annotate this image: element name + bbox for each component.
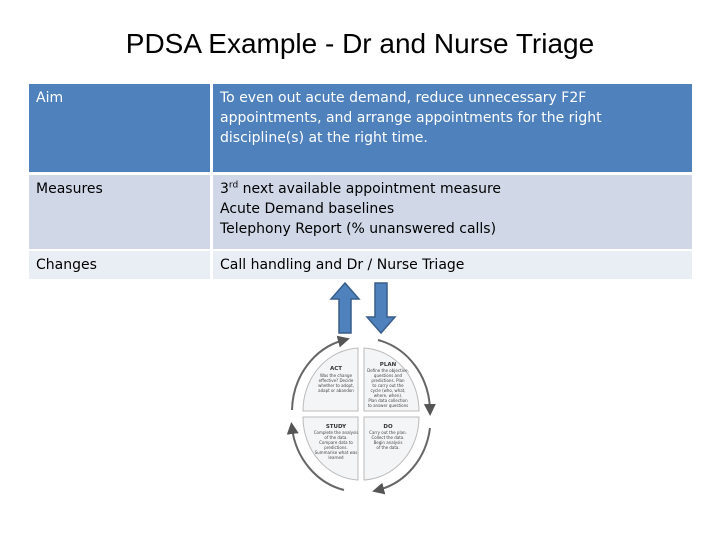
cycle-arrow-right (377, 339, 436, 416)
measures-line: Telephony Report (% unanswered calls) (220, 221, 497, 237)
plan-text: to answer questions (368, 403, 408, 408)
plan-text: where, when). (374, 393, 402, 398)
do-text: Carry out the plan. (369, 430, 407, 435)
study-label: STUDY (326, 424, 347, 430)
changes-label: Changes (29, 250, 213, 279)
page-title: PDSA Example - Dr and Nurse Triage (125, 28, 595, 59)
measures-ordinal-suffix: rd (228, 180, 239, 191)
plan-label: PLAN (380, 362, 397, 368)
study-text: of the data. (324, 435, 347, 440)
measures-value: 3rd next available appointment measure A… (211, 173, 692, 251)
up-down-arrows (329, 281, 397, 335)
act-label: ACT (330, 366, 342, 372)
do-text: of the data. (376, 445, 399, 450)
changes-value: Call handling and Dr / Nurse Triage (211, 250, 692, 279)
act-text: adapt or abandon (318, 388, 354, 393)
study-text: Complete the analysis (314, 430, 359, 435)
study-text: learned (328, 455, 344, 460)
measures-line: 3rd next available appointment measure (220, 179, 685, 199)
measures-line: Acute Demand baselines (220, 201, 395, 217)
measures-row: Measures 3rd next available appointment … (29, 173, 692, 251)
pdsa-table: Aim To even out acute demand, reduce unn… (29, 84, 692, 279)
aim-row: Aim To even out acute demand, reduce unn… (29, 84, 692, 175)
plan-quadrant: PLAN Define the objective, questions and… (363, 347, 420, 412)
aim-line: To even out acute demand, reduce unneces… (220, 90, 587, 106)
measures-ordinal-number: 3 (220, 181, 229, 197)
act-text: effective? Decide (319, 378, 354, 383)
aim-label: Aim (29, 84, 213, 175)
pdsa-cycle-diagram: ACT Was the change effective? Decide whe… (286, 335, 436, 495)
plan-text: Plan data collection (368, 398, 408, 403)
changes-row: Changes Call handling and Dr / Nurse Tri… (29, 250, 692, 279)
study-text: Summarise what was (315, 450, 358, 455)
aim-line: appointments, and arrange appointments f… (220, 110, 602, 126)
plan-text: cycle (who, what, (370, 388, 405, 393)
plan-text: predictions. Plan (371, 378, 405, 383)
study-quadrant: STUDY Complete the analysis of the data.… (302, 416, 359, 481)
measures-label: Measures (29, 173, 213, 251)
cycle-arrow-bottom-left (286, 422, 345, 491)
plan-text: questions and (374, 373, 403, 378)
aim-value: To even out acute demand, reduce unneces… (211, 84, 692, 175)
do-label: DO (383, 424, 393, 430)
do-quadrant: DO Carry out the plan. Collect the data.… (363, 416, 420, 481)
measures-line1-text: next available appointment measure (238, 181, 502, 197)
study-text: Compare data to (319, 440, 353, 445)
act-text: Was the change (320, 373, 353, 378)
cycle-arrow-bottom-right (372, 427, 431, 495)
do-text: Begin analysis (374, 440, 403, 445)
act-quadrant: ACT Was the change effective? Decide whe… (302, 347, 359, 412)
plan-text: Define the objective, (367, 368, 409, 373)
plan-text: to carry out the (372, 383, 404, 388)
act-text: whether to adopt, (318, 383, 354, 388)
up-arrow-icon (329, 281, 361, 334)
down-arrow-icon (365, 282, 397, 335)
cycle-arrow-left (291, 335, 350, 411)
aim-line: discipline(s) at the right time. (220, 130, 428, 146)
do-text: Collect the data. (371, 435, 404, 440)
study-text: predictions. (324, 445, 347, 450)
